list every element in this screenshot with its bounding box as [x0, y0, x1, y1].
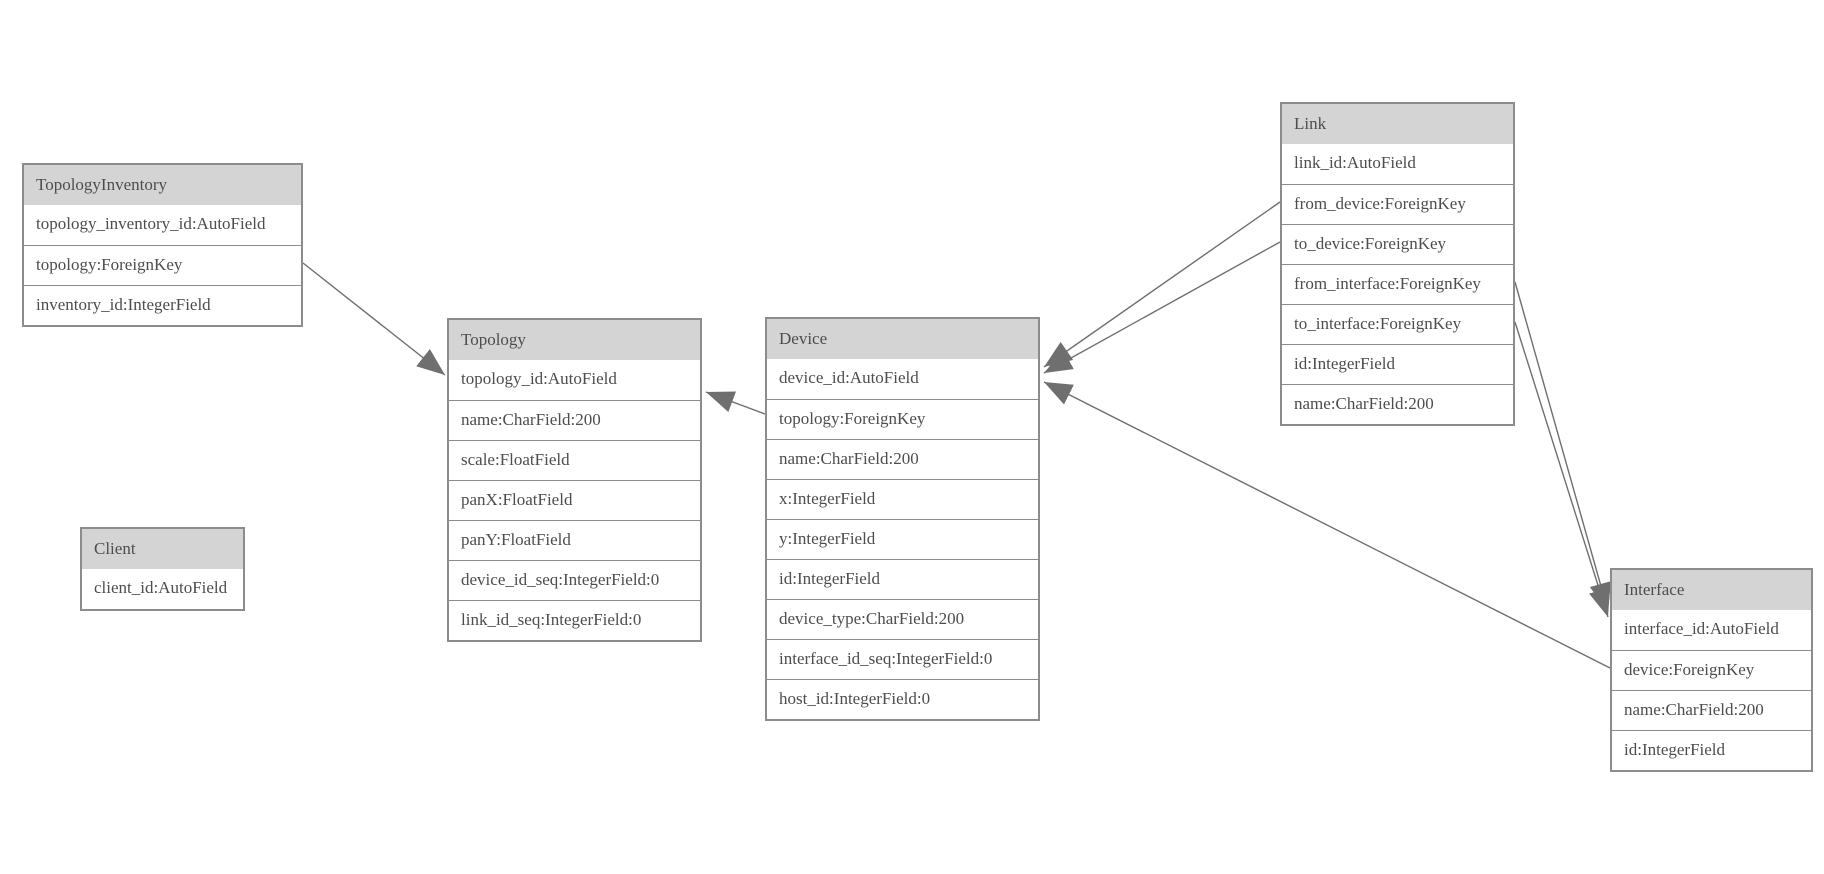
field-row: from_interface:ForeignKey: [1282, 264, 1513, 304]
field-row: name:CharField:200: [1612, 690, 1811, 730]
field-row: inventory_id:IntegerField: [24, 285, 301, 325]
entity-device: Device device_id:AutoField topology:Fore…: [765, 317, 1040, 721]
field-row: link_id_seq:IntegerField:0: [449, 600, 700, 640]
field-row: to_device:ForeignKey: [1282, 224, 1513, 264]
relation-link-todevice-device: [1043, 241, 1281, 374]
field-row: from_device:ForeignKey: [1282, 184, 1513, 224]
field-row: to_interface:ForeignKey: [1282, 304, 1513, 344]
field-row: id:IntegerField: [1612, 730, 1811, 770]
entity-header: Interface: [1612, 570, 1811, 610]
field-row: topology_inventory_id:AutoField: [24, 205, 301, 245]
field-row: topology:ForeignKey: [767, 399, 1038, 439]
field-row: name:CharField:200: [1282, 384, 1513, 424]
entity-header: Device: [767, 319, 1038, 359]
field-row: id:IntegerField: [767, 559, 1038, 599]
field-row: interface_id:AutoField: [1612, 610, 1811, 650]
relation-device-topology: [705, 391, 766, 415]
field-row: device_id_seq:IntegerField:0: [449, 560, 700, 600]
entity-header: Client: [82, 529, 243, 569]
field-row: host_id:IntegerField:0: [767, 679, 1038, 719]
field-row: link_id:AutoField: [1282, 144, 1513, 184]
entity-header: TopologyInventory: [24, 165, 301, 205]
relation-link-tointerface-interface: [1514, 321, 1611, 618]
entity-interface: Interface interface_id:AutoField device:…: [1610, 568, 1813, 772]
relation-link-fromdevice-device: [1043, 201, 1281, 368]
field-row: x:IntegerField: [767, 479, 1038, 519]
field-row: name:CharField:200: [767, 439, 1038, 479]
field-row: panY:FloatField: [449, 520, 700, 560]
entity-topology-inventory: TopologyInventory topology_inventory_id:…: [22, 163, 303, 327]
field-row: client_id:AutoField: [82, 569, 243, 609]
relation-topologyinventory-topology: [302, 262, 446, 376]
relation-link-frominterface-interface: [1514, 281, 1611, 612]
entity-header: Topology: [449, 320, 700, 360]
entity-client: Client client_id:AutoField: [80, 527, 245, 611]
entity-link: Link link_id:AutoField from_device:Forei…: [1280, 102, 1515, 426]
field-row: device:ForeignKey: [1612, 650, 1811, 690]
field-row: device_id:AutoField: [767, 359, 1038, 399]
entity-header: Link: [1282, 104, 1513, 144]
entity-topology: Topology topology_id:AutoField name:Char…: [447, 318, 702, 642]
field-row: topology_id:AutoField: [449, 360, 700, 400]
field-row: name:CharField:200: [449, 400, 700, 440]
field-row: panX:FloatField: [449, 480, 700, 520]
field-row: interface_id_seq:IntegerField:0: [767, 639, 1038, 679]
field-row: device_type:CharField:200: [767, 599, 1038, 639]
field-row: topology:ForeignKey: [24, 245, 301, 285]
field-row: scale:FloatField: [449, 440, 700, 480]
field-row: y:IntegerField: [767, 519, 1038, 559]
field-row: id:IntegerField: [1282, 344, 1513, 384]
